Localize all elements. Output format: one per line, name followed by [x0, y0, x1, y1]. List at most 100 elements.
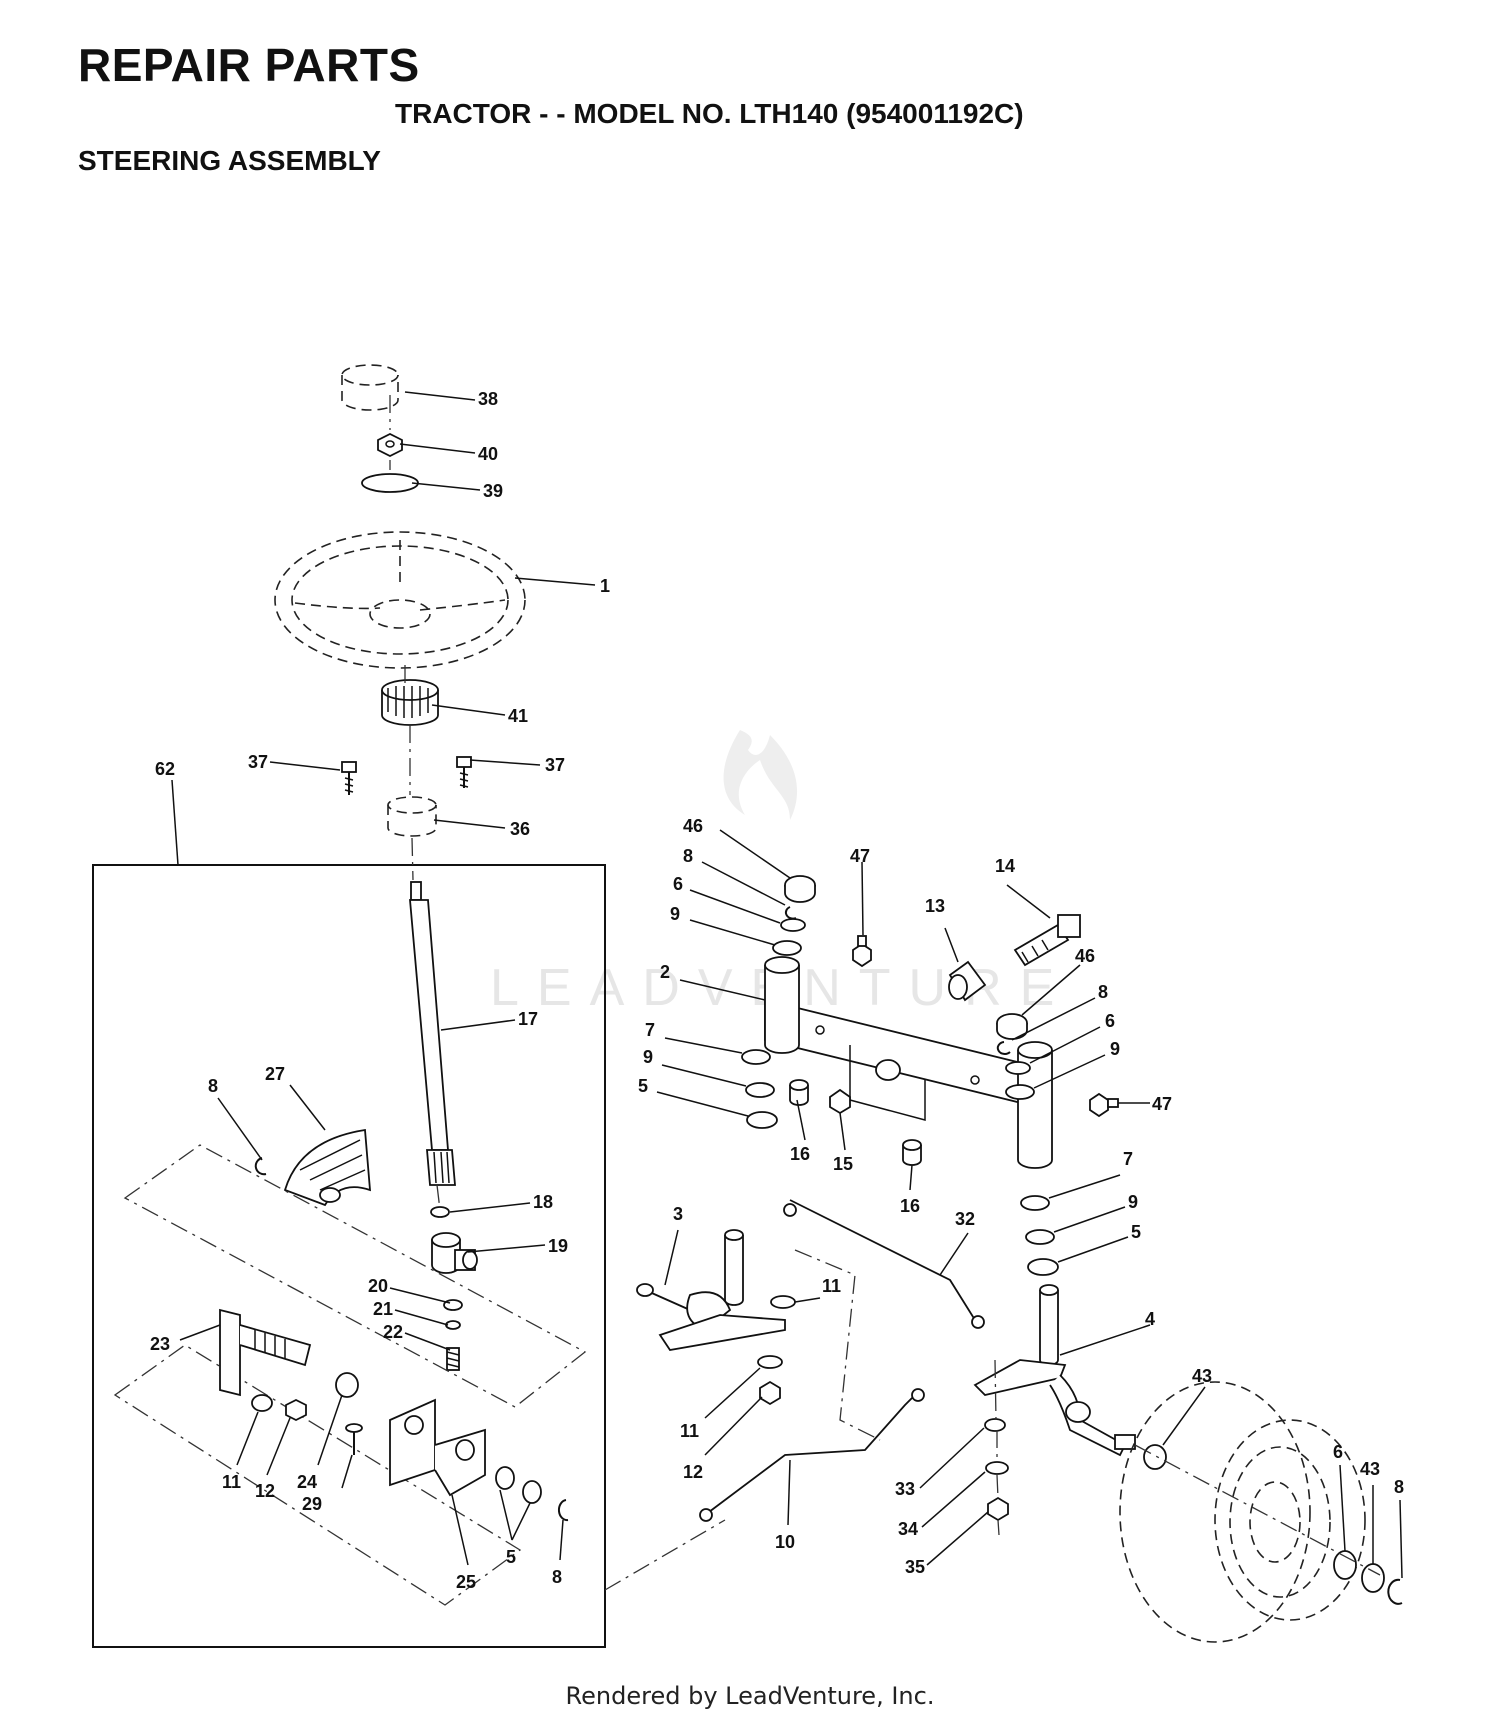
callout-label: 15: [833, 1154, 853, 1174]
part-washer-18: [430, 1206, 450, 1218]
part-washer-9-left: [745, 1082, 775, 1098]
part-bushing-24: [335, 1372, 359, 1398]
callout-label: 18: [533, 1192, 553, 1212]
callout-label: 24: [297, 1472, 317, 1492]
part-washer-9-axle: [772, 940, 802, 956]
footer-credit: Rendered by LeadVenture, Inc.: [565, 1682, 935, 1710]
callout-label: 8: [1394, 1477, 1404, 1497]
callout-label: 8: [552, 1567, 562, 1587]
part-bolt-14: [1013, 914, 1081, 967]
callout-label: 5: [506, 1547, 516, 1567]
callout-label: 9: [1110, 1039, 1120, 1059]
part-washer-5-left: [746, 1111, 778, 1129]
part-washer-5-lower-right: [1027, 1258, 1059, 1276]
callout-label: 16: [790, 1144, 810, 1164]
part-washer-43a: [1143, 1444, 1167, 1470]
part-washer-6-right: [1005, 1061, 1031, 1075]
part-grease-fitting-47b: [1089, 1092, 1119, 1118]
callout-label: 12: [255, 1481, 275, 1501]
part-drag-link: [699, 1388, 925, 1522]
callout-label: 6: [1105, 1011, 1115, 1031]
callout-label: 5: [638, 1076, 648, 1096]
callout-label: 6: [1333, 1442, 1343, 1462]
callout-label: 13: [925, 896, 945, 916]
part-bearing-7-left: [741, 1049, 771, 1065]
callout-label: 43: [1192, 1366, 1212, 1386]
part-washer-34: [985, 1461, 1009, 1475]
section-title: STEERING ASSEMBLY: [78, 145, 381, 176]
callout-label: 2: [660, 962, 670, 982]
part-bracket-25: [389, 1398, 486, 1497]
part-washer-11-lower: [757, 1355, 783, 1369]
part-washer: [361, 473, 419, 493]
callout-label: 38: [478, 389, 498, 409]
part-bolt-right: [456, 756, 472, 788]
callout-labels: 38 40 39 1 41 37 37 36 62 17 8 27 18 19 …: [150, 389, 1404, 1592]
part-washer-9-right: [1005, 1084, 1035, 1100]
part-washer-43b: [1361, 1563, 1385, 1593]
part-screw-22: [446, 1347, 460, 1371]
part-clip-8-lower: [558, 1499, 569, 1522]
callout-label: 17: [518, 1009, 538, 1029]
callout-label: 7: [1123, 1149, 1133, 1169]
part-cap: [341, 364, 399, 411]
callout-label: 46: [1075, 946, 1095, 966]
part-washer-5a: [495, 1466, 515, 1490]
callout-label: 8: [1098, 982, 1108, 1002]
part-bushing: [387, 796, 437, 837]
part-washer-9-lower-right: [1025, 1229, 1055, 1245]
callout-label: 33: [895, 1479, 915, 1499]
part-lockwasher-21: [445, 1320, 461, 1330]
callout-label: 14: [995, 856, 1015, 876]
part-cap-46a: [784, 875, 816, 903]
part-clip-8: [254, 1157, 267, 1176]
part-cap-46b: [996, 1013, 1028, 1040]
part-nut: [377, 432, 403, 458]
centerline: [389, 395, 414, 881]
part-washer-6-axle: [780, 918, 806, 932]
callout-label: 11: [680, 1421, 699, 1441]
part-pin-16b: [902, 1139, 922, 1166]
page-title: REPAIR PARTS: [78, 39, 420, 91]
callout-label: 25: [456, 1572, 476, 1592]
part-clip-8-right: [996, 1041, 1011, 1055]
callout-label: 39: [483, 481, 503, 501]
part-washer-5b: [522, 1480, 542, 1504]
callout-label: 34: [898, 1519, 918, 1539]
callout-label: 35: [905, 1557, 925, 1577]
callout-label: 46: [683, 816, 703, 836]
callout-label: 16: [900, 1196, 920, 1216]
callout-label: 36: [510, 819, 530, 839]
part-sector-gear: [283, 1128, 372, 1207]
callout-label: 8: [683, 846, 693, 866]
part-adapter: [381, 679, 439, 726]
part-clip-8-axle: [784, 906, 797, 920]
part-grease-fitting-47a: [852, 935, 872, 968]
callout-label: 27: [265, 1064, 285, 1084]
part-washer-11: [251, 1394, 273, 1412]
callout-label: 22: [383, 1322, 403, 1342]
callout-label: 7: [645, 1020, 655, 1040]
callout-label: 9: [1128, 1192, 1138, 1212]
callout-label: 11: [822, 1276, 841, 1296]
leader-lines: [171, 391, 1403, 1579]
part-front-axle: [764, 956, 1053, 1169]
part-clip-8-wheel: [1387, 1578, 1403, 1605]
callout-label: 62: [155, 759, 175, 779]
callout-label: 3: [673, 1204, 683, 1224]
callout-label: 20: [368, 1276, 388, 1296]
callout-label: 47: [850, 846, 870, 866]
part-nut-35: [987, 1496, 1009, 1522]
assembly-guide-lower: [113, 1344, 522, 1606]
part-steering-shaft: [409, 881, 456, 1211]
part-spacer-13: [948, 960, 987, 1002]
centerline-wheel: [1134, 1444, 1381, 1576]
callout-label: 21: [373, 1299, 393, 1319]
assembly-guide-upper: [123, 1144, 587, 1408]
part-bearing-7-right: [1020, 1195, 1050, 1211]
callout-label: 10: [775, 1532, 795, 1552]
part-washer-6-wheel: [1333, 1550, 1357, 1580]
part-nut-12: [285, 1398, 307, 1422]
